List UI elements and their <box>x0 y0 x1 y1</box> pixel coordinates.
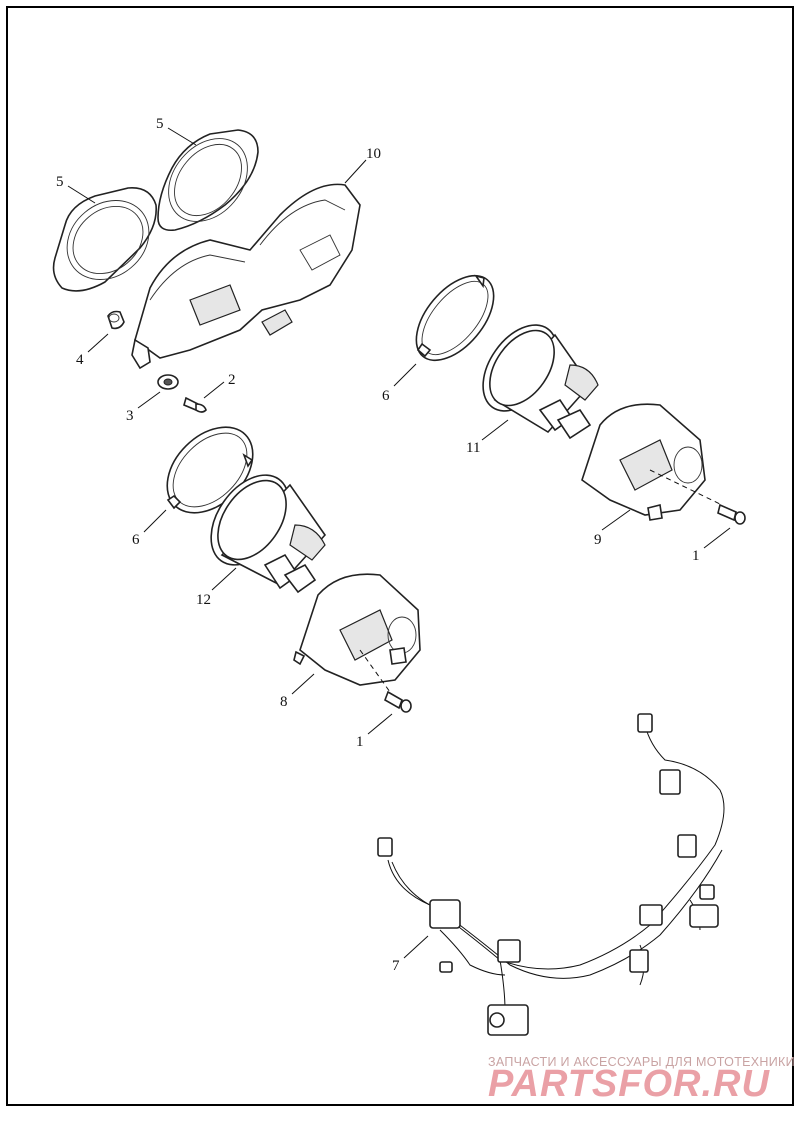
callout-8: 8 <box>280 694 288 710</box>
callout-3: 3 <box>126 408 134 424</box>
callout-1-lower: 1 <box>356 734 364 750</box>
wiring-harness <box>377 713 725 1036</box>
callout-9: 9 <box>594 532 602 548</box>
screw-lower <box>384 690 412 713</box>
grommet <box>107 310 125 330</box>
screw-right <box>717 503 746 525</box>
gauge-housing-lower <box>293 573 421 686</box>
callout-6-lower: 6 <box>132 532 140 548</box>
watermark-tagline: ЗАПЧАСТИ И АКСЕССУАРЫ ДЛЯ МОТОТЕХНИКИ <box>488 1055 795 1069</box>
diagram-border <box>6 6 794 1106</box>
callout-7: 7 <box>392 958 400 974</box>
callout-4: 4 <box>76 352 84 368</box>
gauge-gasket-upper <box>415 274 495 362</box>
callout-2: 2 <box>228 372 236 388</box>
screw-upper <box>183 396 207 413</box>
watermark-brand: PARTSFOR.RU <box>488 1063 770 1105</box>
washer <box>157 374 179 390</box>
callout-5-upper: 5 <box>156 116 164 132</box>
bezel-ring-left <box>52 187 157 292</box>
callout-11: 11 <box>466 440 480 456</box>
gauge-housing-upper <box>581 403 706 521</box>
bezel-ring-upper <box>157 129 259 232</box>
callout-6-upper: 6 <box>382 388 390 404</box>
callout-1-right: 1 <box>692 548 700 564</box>
callout-5-left: 5 <box>56 174 64 190</box>
gauge-lower <box>210 474 327 594</box>
callout-10: 10 <box>366 146 381 162</box>
callout-12: 12 <box>196 592 211 608</box>
gauge-upper <box>482 324 599 440</box>
cluster-housing <box>131 183 361 370</box>
